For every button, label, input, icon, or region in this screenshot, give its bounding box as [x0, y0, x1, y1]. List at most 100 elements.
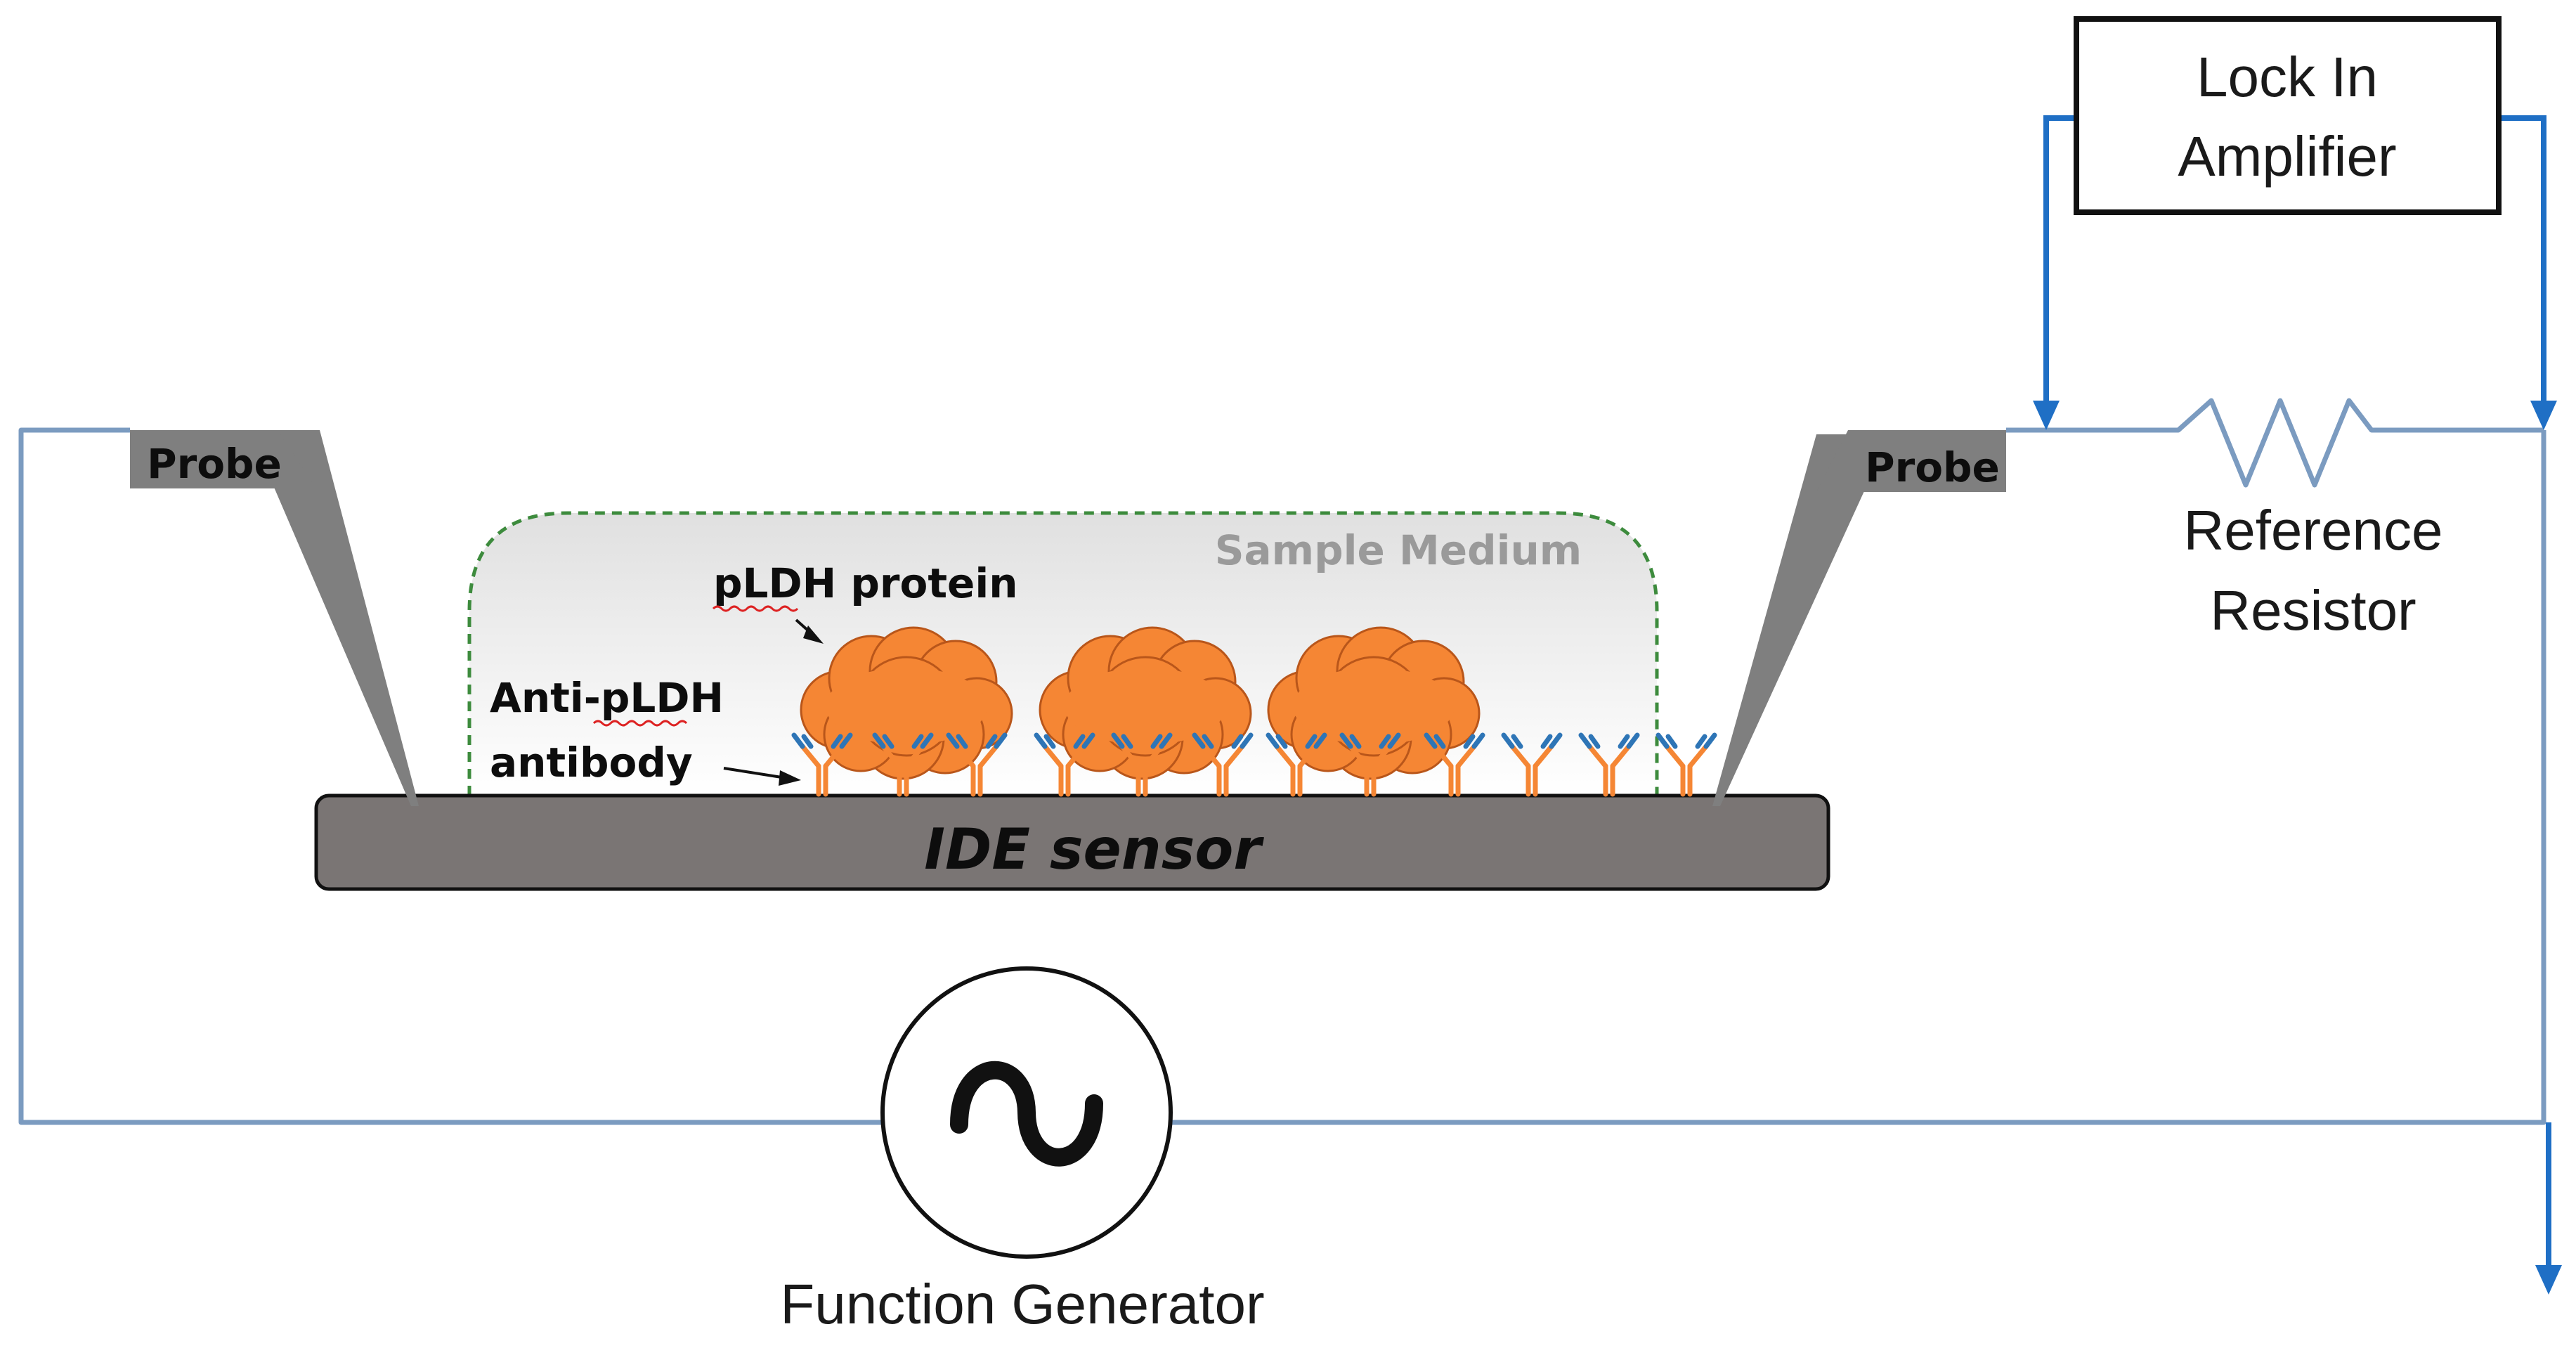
antibody [1578, 732, 1640, 797]
lock-in-label-line1: Lock In [2197, 46, 2378, 108]
antibody-chain [1202, 734, 1214, 749]
antibody-chain [882, 734, 895, 749]
antibody [1655, 732, 1717, 797]
antibody-chain [1455, 744, 1477, 769]
antibody-chain [1501, 732, 1515, 749]
antibody-label-line1: Anti-pLDH [490, 674, 724, 722]
arrowhead-right-lead [2530, 401, 2557, 430]
antibody-chain [1111, 732, 1125, 749]
antibody-squiggle-underline [592, 720, 688, 727]
antibody-chain [801, 734, 814, 749]
antibody-chain [985, 734, 998, 749]
antibody-chain [791, 732, 805, 749]
arrowhead-left-lead [2033, 401, 2060, 430]
antibody [946, 732, 1008, 797]
antibody-chain [1121, 734, 1133, 749]
right-probe: Probe [1712, 430, 2006, 806]
antibody-chain [1687, 744, 1709, 769]
reference-resistor-label-line1: Reference [2183, 499, 2442, 562]
antibody-chain [1509, 744, 1531, 769]
antibody-chain [1192, 732, 1206, 749]
antibody-chain [1274, 744, 1296, 769]
arrowhead-ground [2535, 1265, 2562, 1295]
antibody-chain [1549, 732, 1563, 749]
pldh-proteins [800, 626, 1481, 780]
pldh-protein-squiggle-underline [712, 605, 799, 612]
antibody-chain [1143, 744, 1164, 769]
lock-in-signal-paths [2043, 115, 2551, 1272]
ide-sensor: IDE sensor [314, 793, 1830, 891]
function-generator-label: Function Generator [780, 1273, 1264, 1335]
antibody-chain [911, 734, 924, 749]
antibody-chain [1348, 744, 1370, 769]
antibody-chain [1511, 734, 1523, 749]
antibody-chain [1387, 732, 1401, 749]
lock-in-left-lead [2043, 115, 2076, 404]
antibody [791, 732, 853, 797]
antibody [872, 732, 934, 797]
antibody-chain [1200, 744, 1222, 769]
antibody-chain [1379, 734, 1391, 749]
reference-resistor [2161, 398, 2389, 488]
antibody-chain [1339, 732, 1353, 749]
antibody-chain [977, 744, 999, 769]
pldh-protein-label: pLDH protein [713, 559, 1018, 607]
left-wire [18, 427, 882, 1125]
antibody-chain [1223, 744, 1245, 769]
antibody-chain [1034, 732, 1048, 749]
antibody [1501, 732, 1563, 797]
antibody [1111, 732, 1173, 797]
antibody-chain [1424, 732, 1438, 749]
antibody-label-line2: antibody [490, 739, 693, 786]
antibody-chain [1588, 734, 1601, 749]
lock-in-right-lead [2499, 115, 2546, 404]
antibody-chain [1119, 744, 1141, 769]
antibody-chain [823, 744, 845, 769]
ide-sensor-bar [314, 793, 1830, 891]
protein-body [826, 668, 987, 745]
antibody-chain [831, 734, 843, 749]
lock-in-label-line2: Amplifier [2178, 125, 2396, 188]
antibody [1034, 732, 1095, 797]
antibody-chain [1297, 744, 1319, 769]
circuit-wires [18, 398, 2546, 1125]
pldh-protein [1039, 626, 1252, 780]
protein-body [1293, 668, 1455, 745]
pldh-protein-pointer-head [803, 626, 824, 644]
antibody-chain [872, 732, 886, 749]
antibody-chain [1463, 734, 1476, 749]
antibody-chain [1349, 734, 1362, 749]
antibody-chain [1159, 732, 1173, 749]
left-probe: Probe [130, 430, 419, 806]
sample-medium-label: Sample Medium [1215, 526, 1582, 574]
protein-body [1065, 668, 1226, 745]
antibody-chain [946, 732, 960, 749]
right-probe-label: Probe [1865, 443, 2000, 491]
reference-resistor-label-line2: Resistor [2210, 579, 2416, 642]
antibody-chain [1305, 734, 1318, 749]
antibody-chain [1073, 734, 1086, 749]
antibody-chain [1042, 744, 1064, 769]
antibody-chain [1150, 734, 1163, 749]
antibody-chain [1231, 734, 1244, 749]
antibody-chain [1081, 732, 1095, 749]
sine-wave-icon [950, 1061, 1103, 1167]
lock-in-amplifier: Lock In Amplifier [2074, 16, 2502, 215]
antibody [1266, 732, 1327, 797]
antibody-chain [1703, 732, 1717, 749]
antibody-chain [1065, 744, 1087, 769]
lock-in-amplifier-box [2074, 16, 2502, 215]
right-probe-head [1816, 430, 2006, 492]
left-probe-label: Probe [147, 440, 282, 488]
bottom-right-wire [1171, 430, 2546, 1125]
antibody-chain [1664, 744, 1686, 769]
antibody-chain [904, 744, 925, 769]
antibody-chain [1655, 732, 1670, 749]
antibody-chain [839, 732, 853, 749]
antibody-chain [1432, 744, 1454, 769]
left-probe-needle [249, 430, 419, 806]
antibody-chain [1266, 732, 1280, 749]
left-probe-head [130, 430, 316, 488]
antibody-chain [1433, 734, 1446, 749]
